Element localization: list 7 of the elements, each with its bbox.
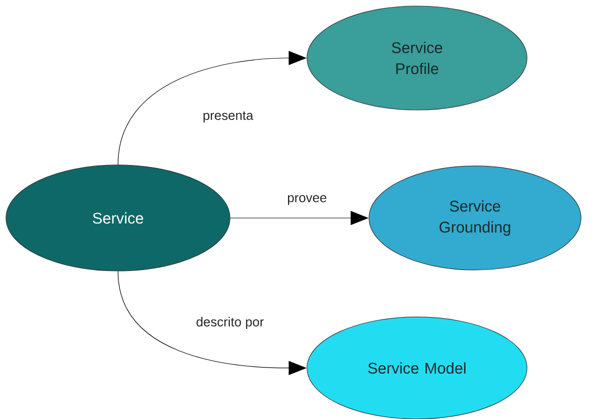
edge-label: presenta <box>202 110 254 124</box>
ellipse-node: Service <box>6 164 230 272</box>
edge-label: descrito por <box>195 316 265 330</box>
ellipse-node: Service Grounding <box>368 166 582 270</box>
ellipse-node: Service Profile <box>306 6 528 110</box>
ellipse-node: Service Model <box>306 316 528 419</box>
edge-label: provee <box>286 194 328 206</box>
